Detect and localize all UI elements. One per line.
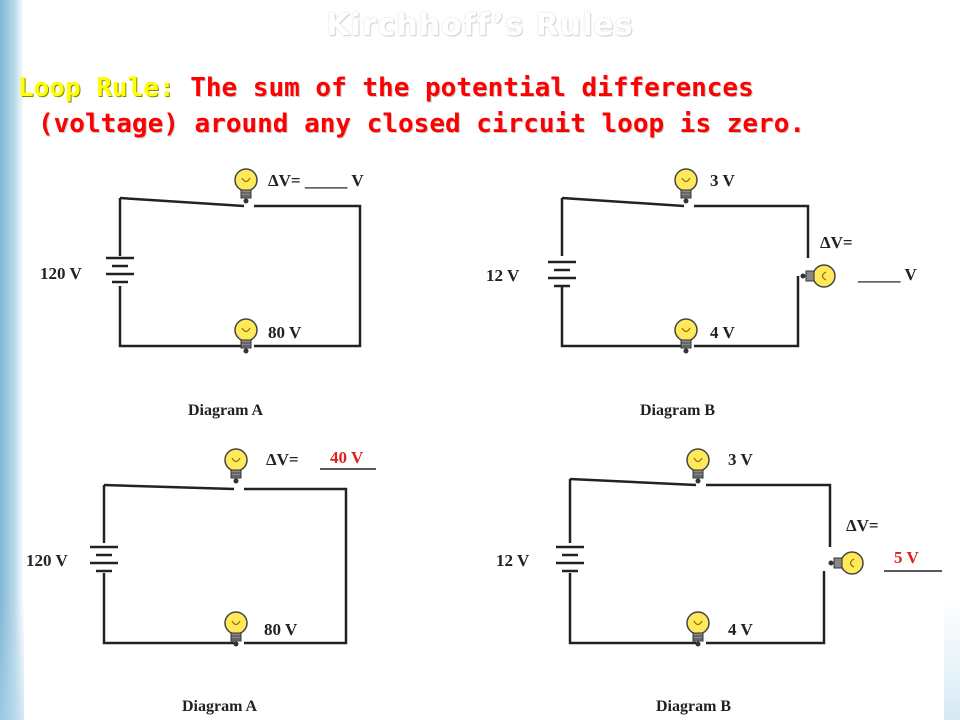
slide-title: Kirchhoff’s Rules [326, 8, 634, 43]
right-bulb-question-label: _____ V [857, 265, 917, 284]
light-bulb-icon [224, 448, 248, 485]
battery-icon [90, 545, 118, 573]
diagram-b-question: 12 V 3 V ΔV= _____ V 4 V Diagram B [486, 168, 917, 419]
battery-voltage-label: 120 V [40, 264, 82, 283]
light-bulb-icon [674, 318, 698, 355]
battery-icon [548, 260, 576, 288]
right-bulb-delta-label: ΔV= [846, 516, 879, 535]
light-bulb-icon [674, 168, 698, 205]
light-bulb-icon [234, 318, 258, 355]
circuit-wire [560, 196, 810, 348]
loop-rule-line-1: The sum of the potential differences [174, 73, 754, 103]
battery-icon [106, 256, 134, 284]
bottom-bulb-voltage-label: 4 V [728, 620, 753, 639]
loop-rule-line-2: (voltage) around any closed circuit loop… [38, 109, 806, 139]
bottom-bulb-voltage-label: 80 V [268, 323, 302, 342]
question-diagrams-panel: 120 V ΔV= _____ V 80 V Diagram A 12 V 3 … [24, 158, 944, 436]
bottom-bulb-voltage-label: 4 V [710, 323, 735, 342]
loop-rule-label: Loop Rule: [18, 73, 175, 103]
answer-diagrams-panel: 120 V ΔV= 40 V 80 V Diagram A 12 V 3 V Δ… [24, 445, 944, 720]
diagram-b-answer: 12 V 3 V ΔV= 5 V 4 V Diagram B [496, 448, 942, 715]
light-bulb-icon [686, 448, 710, 485]
top-bulb-voltage-label: 3 V [728, 450, 753, 469]
battery-voltage-label: 12 V [486, 266, 520, 285]
light-bulb-icon [224, 611, 248, 648]
bottom-bulb-voltage-label: 80 V [264, 620, 298, 639]
diagram-a-answer: 120 V ΔV= 40 V 80 V Diagram A [26, 448, 376, 715]
circuit-wire [102, 483, 348, 645]
top-bulb-delta-label: ΔV= [266, 450, 299, 469]
diagram-caption: Diagram A [188, 402, 264, 419]
light-bulb-icon [686, 611, 710, 648]
loop-rule-text: Loop Rule: The sum of the potential diff… [18, 70, 938, 142]
light-bulb-icon [234, 168, 258, 205]
light-bulb-icon [799, 264, 836, 288]
diagram-caption: Diagram B [640, 402, 715, 419]
battery-icon [556, 545, 584, 573]
battery-voltage-label: 12 V [496, 551, 530, 570]
diagram-caption: Diagram A [182, 698, 258, 715]
light-bulb-icon [827, 551, 864, 575]
question-diagrams-svg: 120 V ΔV= _____ V 80 V Diagram A 12 V 3 … [40, 168, 917, 419]
circuit-wire [568, 477, 832, 645]
right-bulb-delta-label: ΔV= [820, 233, 853, 252]
diagram-a-question: 120 V ΔV= _____ V 80 V Diagram A [40, 168, 364, 419]
answer-diagrams-svg: 120 V ΔV= 40 V 80 V Diagram A 12 V 3 V Δ… [26, 448, 942, 715]
diagram-caption: Diagram B [656, 698, 731, 715]
circuit-wire [118, 196, 362, 348]
top-bulb-question-label: ΔV= _____ V [268, 171, 364, 190]
top-bulb-voltage-label: 3 V [710, 171, 735, 190]
top-bulb-answer: 40 V [330, 448, 364, 467]
right-bulb-answer: 5 V [894, 548, 919, 567]
battery-voltage-label: 120 V [26, 551, 68, 570]
